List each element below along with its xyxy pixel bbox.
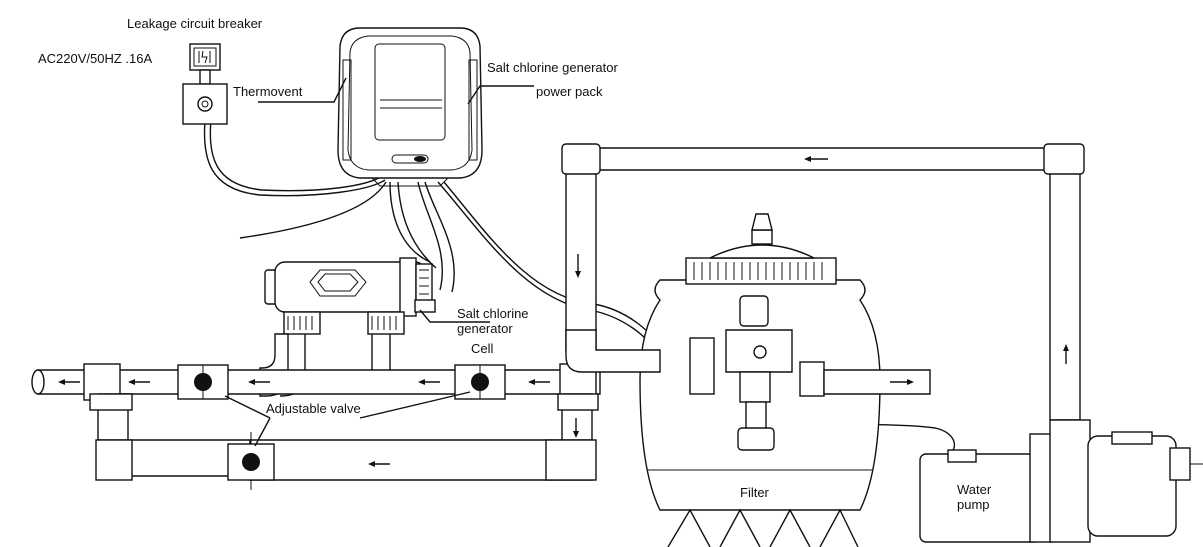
label-scg-cell-2: generator xyxy=(457,321,513,336)
label-pump-1: Water xyxy=(957,482,992,497)
labels: Leakage circuit breaker AC220V/50HZ .16A… xyxy=(38,16,992,512)
label-pump-2: pump xyxy=(957,497,990,512)
label-scg-power-2: power pack xyxy=(536,84,603,99)
label-scg-cell-3: Cell xyxy=(471,341,494,356)
valve-bottom xyxy=(227,432,275,490)
label-scg-power-1: Salt chlorine generator xyxy=(487,60,618,75)
salt-chlorine-generator-power-pack xyxy=(337,27,483,187)
flow-arrows xyxy=(58,156,1069,467)
label-scg-cell-1: Salt chlorine xyxy=(457,306,529,321)
water-pump xyxy=(919,419,1203,543)
valve-left xyxy=(177,364,229,400)
label-valve: Adjustable valve xyxy=(266,401,361,416)
wall-socket xyxy=(182,83,228,125)
label-power-spec: AC220V/50HZ .16A xyxy=(38,51,153,66)
label-thermovent: Thermovent xyxy=(233,84,303,99)
bypass-piping xyxy=(31,363,601,481)
leakage-circuit-breaker xyxy=(182,43,228,125)
label-leaders xyxy=(258,77,534,323)
label-filter: Filter xyxy=(740,485,770,500)
label-breaker: Leakage circuit breaker xyxy=(127,16,263,31)
adjustable-valves xyxy=(177,364,506,490)
